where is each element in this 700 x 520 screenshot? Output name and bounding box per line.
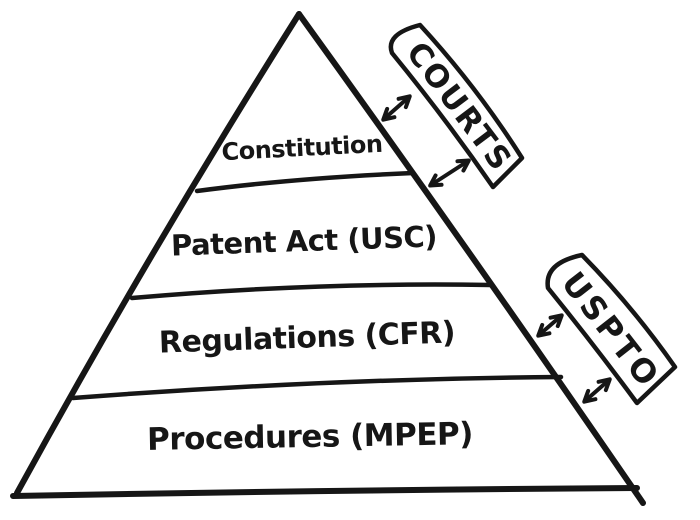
layer-divider-1	[194, 170, 416, 194]
layer-label-procedures: Procedures (MPEP)	[147, 416, 473, 458]
uspto-upper-double-arrow-icon	[536, 313, 564, 338]
courts-banner-box	[388, 22, 525, 190]
layer-label-patent-act: Patent Act (USC)	[170, 219, 437, 262]
pyramid-base	[10, 485, 640, 499]
uspto-lower-double-arrow-icon	[582, 377, 612, 404]
courts-lower-double-arrow-icon	[428, 158, 471, 188]
layer-label-constitution: Constitution	[221, 130, 383, 166]
pyramid-left-edge	[14, 11, 302, 496]
courts-upper-double-arrow-icon	[381, 94, 412, 122]
layer-divider-3	[70, 374, 564, 401]
courts-banner-label: COURTS	[399, 35, 519, 178]
uspto-banner-box	[545, 252, 678, 406]
layer-divider-2	[129, 282, 493, 301]
layer-label-regulations: Regulations (CFR)	[158, 315, 455, 360]
pyramid-right-edge	[296, 11, 646, 506]
